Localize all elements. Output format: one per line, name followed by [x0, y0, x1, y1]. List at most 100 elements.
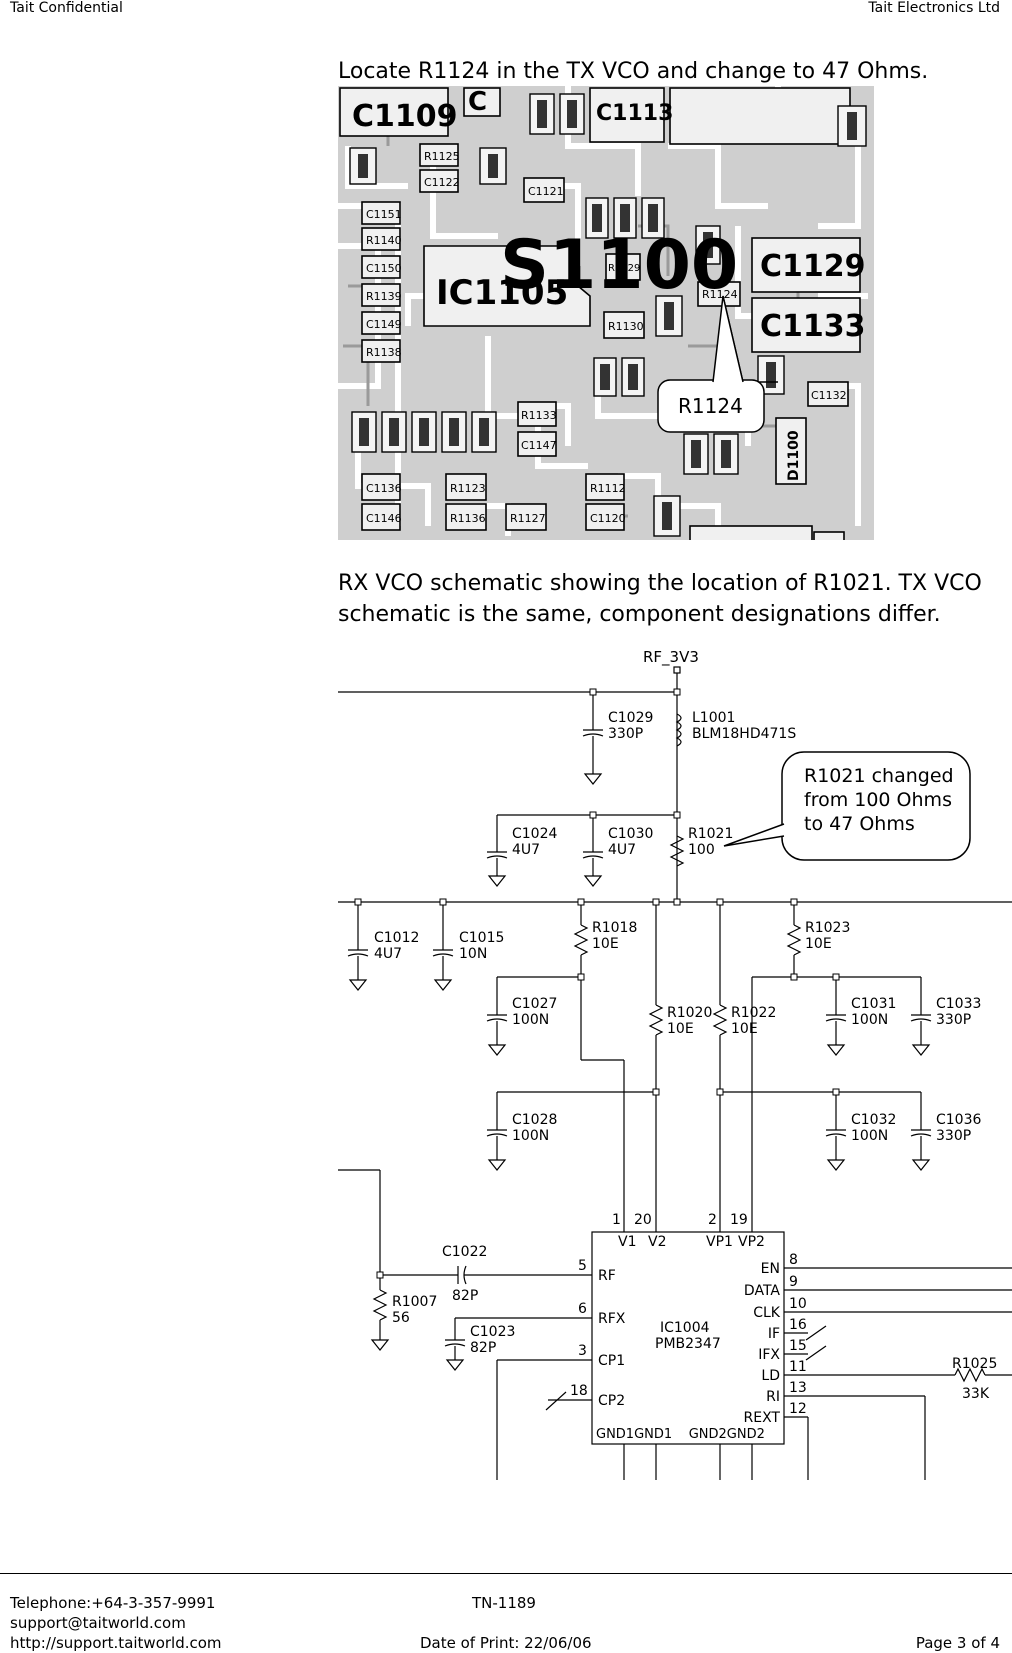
footer-divider	[0, 1573, 1012, 1574]
pin-12: 12	[789, 1401, 807, 1417]
pcb-label-c1150: C1150	[366, 262, 402, 275]
r1018-label: R1018	[592, 920, 637, 936]
callout-line-3: to 47 Ohms	[804, 813, 915, 835]
pin-label-rfx: RFX	[598, 1311, 626, 1327]
c1027-label: C1027	[512, 996, 557, 1012]
c1036-value: 330P	[936, 1128, 971, 1144]
footer-page-number: Page 3 of 4	[915, 1634, 1000, 1652]
pin-label-ld: LD	[761, 1368, 780, 1384]
pin-1: 1	[612, 1212, 621, 1228]
pcb-label-c1149: C1149	[366, 318, 402, 331]
r1022-label: R1022	[731, 1005, 776, 1021]
pcb-label-c1122: C1122	[424, 176, 460, 189]
pcb-label-r1138: R1138	[366, 346, 402, 359]
pin-label-data: DATA	[744, 1283, 780, 1299]
pin-label-v2: V2	[648, 1234, 666, 1250]
pcb-label-c1129: C1129	[760, 249, 866, 284]
pin-2: 2	[708, 1212, 717, 1228]
header-left: Tait Confidential	[10, 0, 123, 16]
c1036-label: C1036	[936, 1112, 981, 1128]
pcb-label-r1133: R1133	[521, 409, 557, 422]
pcb-label-c1147: C1147	[521, 439, 557, 452]
c1029-value: 330P	[608, 726, 643, 742]
c1032-label: C1032	[851, 1112, 896, 1128]
pin-label-clk: CLK	[753, 1305, 781, 1321]
schematic-caption-line1: RX VCO schematic showing the location of…	[338, 571, 982, 596]
r1021-value: 100	[688, 842, 715, 858]
r1124-callout: R1124	[657, 295, 778, 433]
pcb-label-s1100: S1100	[500, 226, 738, 305]
c1012-value: 4U7	[374, 946, 402, 962]
pin-20: 20	[634, 1212, 652, 1228]
pin-label-gnd: GND1GND1 GND2GND2	[596, 1427, 765, 1442]
r1021-label: R1021	[688, 826, 733, 842]
r1018-value: 10E	[592, 936, 619, 952]
pin-3: 3	[578, 1343, 587, 1359]
pin-label-rext: REXT	[744, 1410, 781, 1426]
pin-label-ifx: IFX	[758, 1347, 780, 1363]
pcb-label-c1133: C1133	[760, 309, 866, 344]
c1030-label: C1030	[608, 826, 653, 842]
c1031-label: C1031	[851, 996, 896, 1012]
pin-18: 18	[570, 1383, 588, 1399]
footer-phone: Telephone:+64-3-357-9991	[10, 1594, 216, 1612]
l1001-label: L1001	[692, 710, 735, 726]
rail-label: RF_3V3	[643, 648, 699, 667]
pin-label-cp1: CP1	[598, 1353, 625, 1369]
r1020-label: R1020	[667, 1005, 712, 1021]
c1012-label: C1012	[374, 930, 419, 946]
footer-doc-id: TN-1189	[472, 1594, 536, 1612]
c1029-label: C1029	[608, 710, 653, 726]
pcb-label-c1136: C1136	[366, 482, 402, 495]
c1015-value: 10N	[459, 946, 487, 962]
r1023-label: R1023	[805, 920, 850, 936]
pcb-label-r1130: R1130	[608, 320, 644, 333]
pcb-label-r1123: R1123	[450, 482, 486, 495]
r1025-value: 33K	[962, 1386, 990, 1402]
footer-url[interactable]: http://support.taitworld.com	[10, 1634, 222, 1652]
pin-8: 8	[789, 1252, 798, 1268]
pin-label-cp2: CP2	[598, 1393, 625, 1409]
pin-16: 16	[789, 1317, 807, 1333]
pcb-label-c1121: C1121	[528, 185, 564, 198]
c1033-label: C1033	[936, 996, 981, 1012]
pin-label-vp2: VP2	[738, 1234, 765, 1250]
callout-line-1: R1021 changed	[804, 765, 954, 787]
schematic-caption-line2: schematic is the same, component designa…	[338, 602, 941, 627]
c1031-value: 100N	[851, 1012, 888, 1028]
pin-9: 9	[789, 1274, 798, 1290]
pcb-label-c-fragment: C	[468, 87, 487, 117]
c1024-label: C1024	[512, 826, 557, 842]
header-right: Tait Electronics Ltd	[868, 0, 1000, 16]
pin-19: 19	[730, 1212, 748, 1228]
c1033-value: 330P	[936, 1012, 971, 1028]
c1028-label: C1028	[512, 1112, 557, 1128]
pin-5: 5	[578, 1258, 587, 1274]
pcb-label-r1112: R1112	[590, 482, 626, 495]
c1023-label: C1023	[470, 1324, 515, 1340]
pcb-label-r1125: R1125	[424, 150, 460, 163]
pin-label-v1: V1	[618, 1234, 636, 1250]
r1021-callout: R1021 changed from 100 Ohms to 47 Ohms	[723, 751, 971, 861]
ic-name: IC1004	[660, 1320, 710, 1336]
c1015-label: C1015	[459, 930, 504, 946]
r1022-value: 10E	[731, 1021, 758, 1037]
pcb-label-d1100: D1100	[786, 430, 802, 481]
pin-10: 10	[789, 1296, 807, 1312]
pcb-label-r1127: R1127	[510, 512, 546, 525]
r1007-value: 56	[392, 1310, 410, 1326]
pin-15: 15	[789, 1338, 807, 1354]
rx-vco-schematic: RF_3V3 C1029 330P L1001 BLM18HD471S C102…	[338, 648, 1012, 1480]
c1023-value: 82P	[470, 1340, 496, 1356]
pin-label-en: EN	[761, 1261, 780, 1277]
instruction-text: Locate R1124 in the TX VCO and change to…	[338, 59, 929, 84]
pcb-label-r1140: R1140	[366, 234, 402, 247]
pcb-label-r1124: R1124	[702, 288, 738, 301]
pin-label-vp1: VP1	[706, 1234, 733, 1250]
pcb-label-r1139: R1139	[366, 290, 402, 303]
callout-line-2: from 100 Ohms	[804, 789, 952, 811]
pin-13: 13	[789, 1380, 807, 1396]
c1022-value: 82P	[452, 1288, 478, 1304]
footer-email: support@taitworld.com	[10, 1614, 186, 1632]
footer-print-date: Date of Print: 22/06/06	[420, 1634, 592, 1652]
